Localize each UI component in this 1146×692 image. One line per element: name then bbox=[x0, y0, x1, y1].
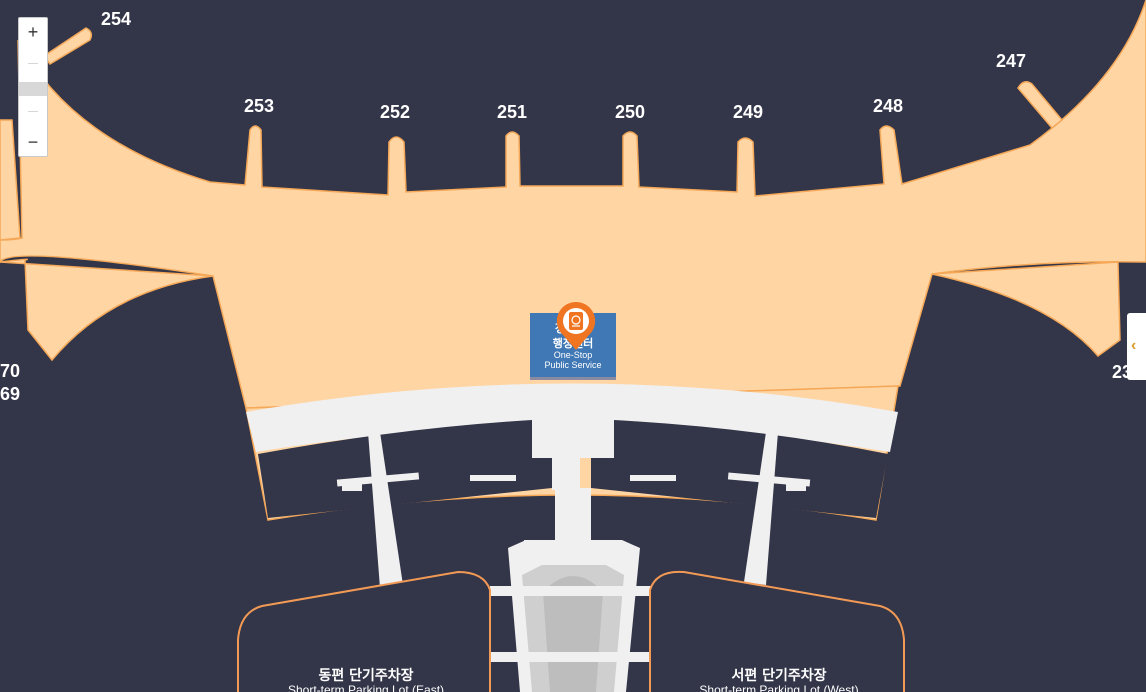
gate-247-label[interactable]: 247 bbox=[996, 51, 1026, 71]
gate-270-label[interactable]: 70 bbox=[0, 361, 20, 381]
parking-east-ko: 동편 단기주차장 bbox=[318, 667, 413, 684]
parking-lot-east[interactable]: 동편 단기주차장 Short-term Parking Lot (East) bbox=[237, 570, 491, 692]
poi-line4: Public Service bbox=[544, 360, 601, 370]
central-plaza bbox=[490, 540, 652, 692]
parking-lot-west[interactable]: 서편 단기주차장 Short-term Parking Lot (West) bbox=[649, 570, 905, 692]
gate-249-label[interactable]: 249 bbox=[733, 102, 763, 122]
side-panel-toggle[interactable]: ‹ bbox=[1127, 313, 1146, 380]
poi-marker[interactable] bbox=[556, 301, 596, 350]
gate-269-label[interactable]: 69 bbox=[0, 384, 20, 404]
gate-labels: 254 253 252 251 250 249 248 247 70 69 23 bbox=[0, 9, 1132, 404]
zoom-tick bbox=[28, 63, 38, 64]
zoom-slider-handle[interactable] bbox=[19, 82, 47, 96]
parking-west-ko: 서편 단기주차장 bbox=[731, 667, 826, 684]
chevron-left-icon: ‹ bbox=[1131, 337, 1137, 354]
gate-251-label[interactable]: 251 bbox=[497, 102, 527, 122]
poi-line3: One-Stop bbox=[554, 350, 593, 360]
zoom-in-button[interactable]: + bbox=[27, 22, 39, 42]
parking-west-en: Short-term Parking Lot (West) bbox=[699, 683, 858, 692]
zoom-tick bbox=[28, 111, 38, 112]
poi-one-stop-public-service[interactable]: 정 행정센터 One-Stop Public Service bbox=[530, 301, 616, 380]
gate-254-label[interactable]: 254 bbox=[101, 9, 131, 29]
zoom-slider[interactable] bbox=[19, 47, 47, 127]
zoom-control: + − bbox=[18, 17, 48, 157]
gate-252-label[interactable]: 252 bbox=[380, 102, 410, 122]
passport-icon bbox=[569, 312, 583, 330]
gate-250-label[interactable]: 250 bbox=[615, 102, 645, 122]
gate-248-label[interactable]: 248 bbox=[873, 96, 903, 116]
gate-253-label[interactable]: 253 bbox=[244, 96, 274, 116]
curbside-road bbox=[246, 383, 898, 588]
parking-east-en: Short-term Parking Lot (East) bbox=[288, 683, 444, 692]
zoom-out-button[interactable]: − bbox=[27, 132, 39, 152]
